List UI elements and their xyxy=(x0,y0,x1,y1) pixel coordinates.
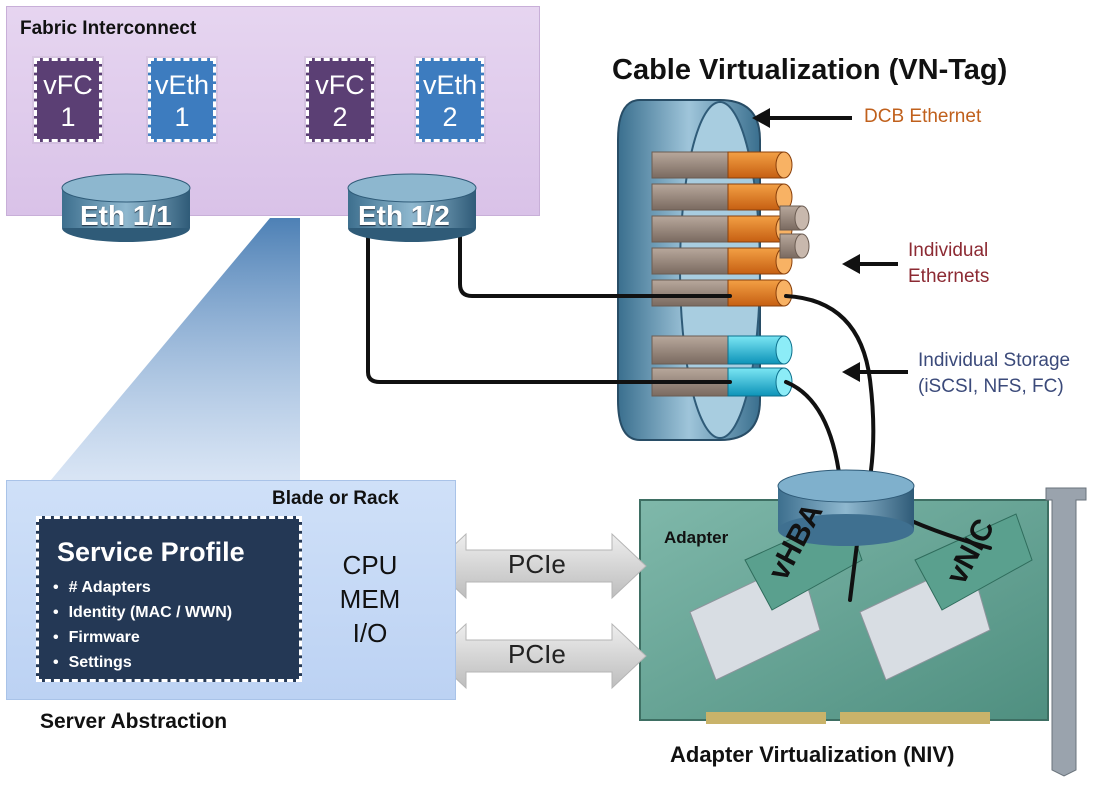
profile-item: Identity (MAC / WWN) xyxy=(53,600,233,625)
adapter-port-cylinder xyxy=(777,469,915,546)
label-arrows xyxy=(752,108,908,382)
profile-item: Settings xyxy=(53,650,232,675)
pcie-arrow-bottom xyxy=(431,622,647,690)
veth-1-num: 1 xyxy=(174,102,190,132)
vfc-2-num: 2 xyxy=(332,102,348,132)
cpu-label: CPU xyxy=(342,550,398,580)
service-profile-list: # Adapters Identity (MAC / WWN) Firmware… xyxy=(53,575,233,675)
individual-ethernets-label: Individual Ethernets xyxy=(908,238,989,290)
io-label: I/O xyxy=(352,618,388,648)
individual-storage-label: Individual Storage (iSCSI, NFS, FC) xyxy=(918,348,1070,400)
adapter-virtualization-caption: Adapter Virtualization (NIV) xyxy=(670,742,955,767)
individual-ethernets-line1: Individual xyxy=(908,240,989,261)
server-abstraction-caption: Server Abstraction xyxy=(40,710,228,733)
storage-wires xyxy=(651,335,793,397)
pcie-arrow-top xyxy=(431,532,647,600)
eth-1-1-cylinder xyxy=(61,173,191,242)
pcie-label-bottom: PCIe xyxy=(508,639,566,669)
blade-or-rack-label: Blade or Rack xyxy=(272,488,399,509)
veth-2-tile: vEth 2 xyxy=(416,58,484,142)
vfc-1-type: vFC xyxy=(43,70,93,100)
veth-2-num: 2 xyxy=(442,102,458,132)
veth-1-type: vEth xyxy=(154,70,210,100)
vfc-2-tile: vFC 2 xyxy=(306,58,374,142)
pcie-label-top: PCIe xyxy=(508,549,566,579)
vfc-1-num: 1 xyxy=(60,102,76,132)
eth-1-2-label: Eth 1/2 xyxy=(358,200,450,231)
individual-storage-line2: (iSCSI, NFS, FC) xyxy=(918,376,1064,397)
individual-ethernets-line2: Ethernets xyxy=(908,266,990,287)
ethernet-wires xyxy=(651,151,810,307)
cable-virtualization-title: Cable Virtualization (VN-Tag) xyxy=(612,54,1008,86)
dcb-ethernet-label: DCB Ethernet xyxy=(864,106,982,127)
cpu-mem-io: CPU MEM I/O xyxy=(330,548,410,650)
eth-1-1-label: Eth 1/1 xyxy=(80,200,172,231)
fabric-interconnect-title: Fabric Interconnect xyxy=(20,18,197,39)
service-profile-title: Service Profile xyxy=(57,537,245,567)
individual-storage-line1: Individual Storage xyxy=(918,350,1071,371)
veth-2-type: vEth xyxy=(422,70,478,100)
vfc-2-type: vFC xyxy=(315,70,365,100)
profile-item: Firmware xyxy=(53,625,232,650)
vnic-card xyxy=(859,513,1033,681)
mem-label: MEM xyxy=(339,584,401,614)
eth-1-2-cylinder xyxy=(347,173,477,242)
service-profile-box: Service Profile # Adapters Identity (MAC… xyxy=(36,516,302,682)
adapter-label: Adapter xyxy=(664,528,729,547)
veth-1-tile: vEth 1 xyxy=(148,58,216,142)
profile-item: # Adapters xyxy=(53,575,232,600)
abstraction-cone xyxy=(30,218,300,505)
vfc-1-tile: vFC 1 xyxy=(34,58,102,142)
